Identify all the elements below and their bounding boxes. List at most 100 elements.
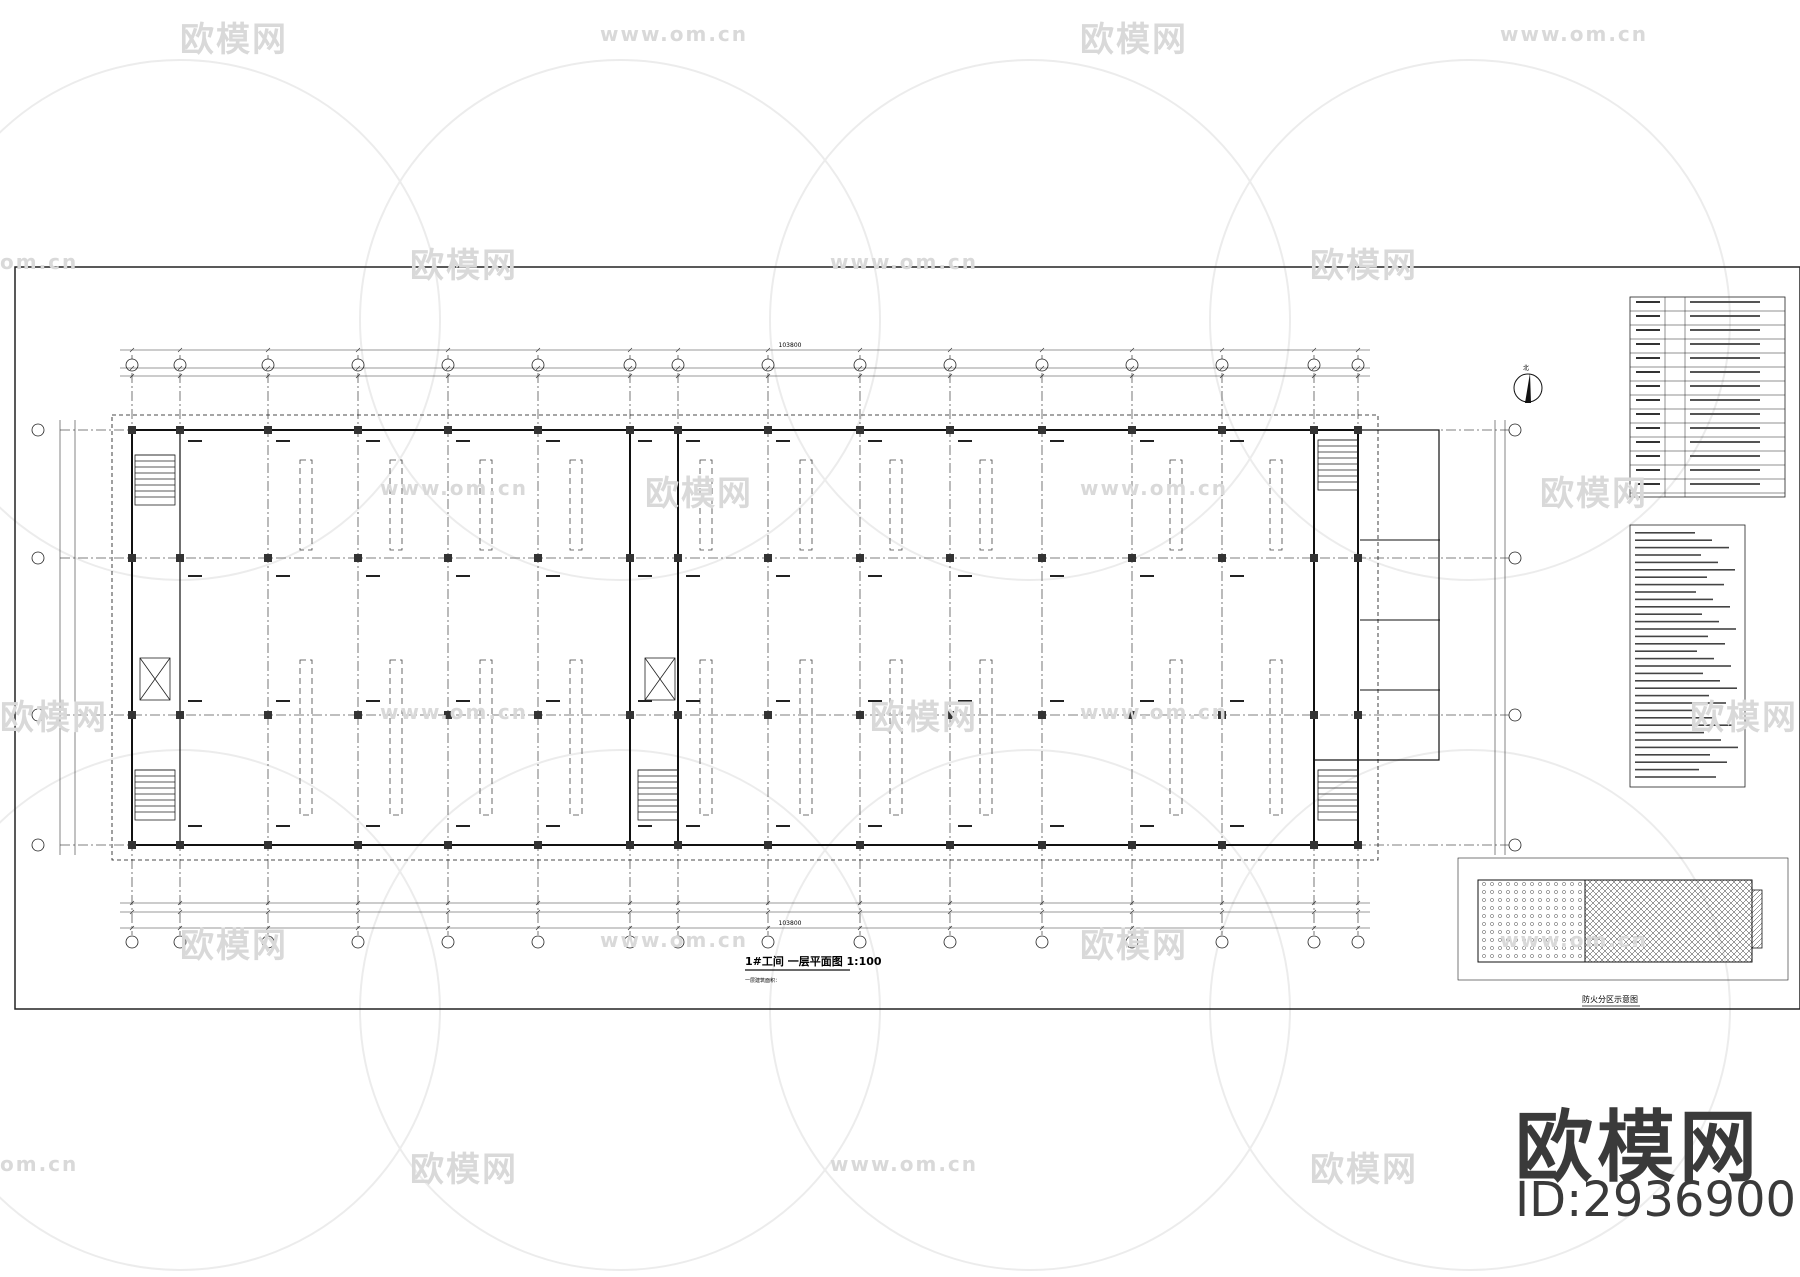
axis-bubble-top [853,358,867,372]
dimension-tick [857,909,863,915]
column [444,711,452,719]
dimension-tick [445,925,451,931]
annotation-mark [456,825,470,827]
annotation-mark [776,440,790,442]
column [764,841,772,849]
axis-bubble-left [31,708,45,722]
dimension-tick [1129,900,1135,906]
column [264,841,272,849]
legend-desc-mark [1690,385,1760,387]
note-line [1635,635,1708,638]
annotation-mark [686,700,700,702]
dimension-tick [857,365,863,371]
brand-logo: 欧模网 [1515,1103,1762,1193]
axis-bubble-top [1125,358,1139,372]
watermark-brand: 欧模网 [410,1150,518,1190]
dimension-tick [765,347,771,353]
annotation-mark [1050,700,1064,702]
column [176,841,184,849]
dimension-tick [627,900,633,906]
dimension-tick [627,373,633,379]
dimension-tick [355,347,361,353]
dimension-tick [857,347,863,353]
dimension-tick [1219,347,1225,353]
dimension-tick [1355,365,1361,371]
column [1310,711,1318,719]
column [1310,554,1318,562]
axis-bubble-bottom [1307,935,1321,949]
dimension-tick [129,365,135,371]
axis-bubble-top [261,358,275,372]
dimension-tick [1039,925,1045,931]
rack-outline [889,659,903,816]
watermark-url: www.om.cn [1500,22,1649,46]
dimension-tick [129,925,135,931]
watermark-brand: 欧模网 [1310,246,1418,286]
dimension-tick [1311,925,1317,931]
stair [134,454,176,506]
axis-bubble-left [31,423,45,437]
dimension-tick [947,373,953,379]
column [444,841,452,849]
annotation-mark [1140,440,1154,442]
annotation-mark [1230,440,1244,442]
column [1310,426,1318,434]
plan-title: 1#工间 一层平面图 1:100 [745,955,882,968]
watermark-arc [1209,749,1731,1271]
rack-outline [479,659,493,816]
elevator-cross [644,657,676,701]
axis-bubble-bottom [441,935,455,949]
watermark-brand: 欧模网 [0,698,108,738]
elevator [644,657,676,701]
column [1354,711,1362,719]
column [1218,554,1226,562]
dimension-tick [355,909,361,915]
dimension-tick [627,925,633,931]
note-line [1635,687,1737,689]
dimension-tick [1039,373,1045,379]
note-line [1635,680,1720,682]
axis-bubble-top [1215,358,1229,372]
column [534,426,542,434]
dimension-tick [445,373,451,379]
column [764,554,772,562]
column [354,554,362,562]
rack-outline [799,659,813,816]
axis-bubble-top [531,358,545,372]
dimension-tick [1311,365,1317,371]
column [128,426,136,434]
axis-bubble-bottom [125,935,139,949]
note-line [1635,776,1716,778]
rack-outline [979,459,993,551]
rack-outline [1169,659,1183,816]
stair [637,769,679,821]
rack-outline [389,459,403,551]
axis-bubble-bottom [173,935,187,949]
column [534,554,542,562]
watermark-url-partial: om.cn [0,1152,79,1176]
axis-bubble-left [31,551,45,565]
axis-bubble-bottom [1035,935,1049,949]
annotation-mark [456,440,470,442]
watermark-brand: 欧模网 [1080,926,1188,966]
column [354,841,362,849]
note-line [1635,598,1713,601]
note-line [1635,761,1727,763]
column [354,711,362,719]
legend-desc-mark [1690,343,1760,345]
axis-bubble-top [623,358,637,372]
legend-desc-mark [1690,483,1760,485]
watermark-arc [769,59,1291,581]
watermark-brand: 欧模网 [870,698,978,738]
dimension-tick [675,900,681,906]
annotation-mark [366,700,380,702]
dimension-tick [675,365,681,371]
column [626,711,634,719]
legend-desc-mark [1690,399,1760,401]
watermark-brand: 欧模网 [1310,1150,1418,1190]
axis-bubble-bottom [1125,935,1139,949]
dimension-tick [129,373,135,379]
watermark-url: www.om.cn [1500,928,1649,952]
watermark-url: www.om.cn [600,22,749,46]
